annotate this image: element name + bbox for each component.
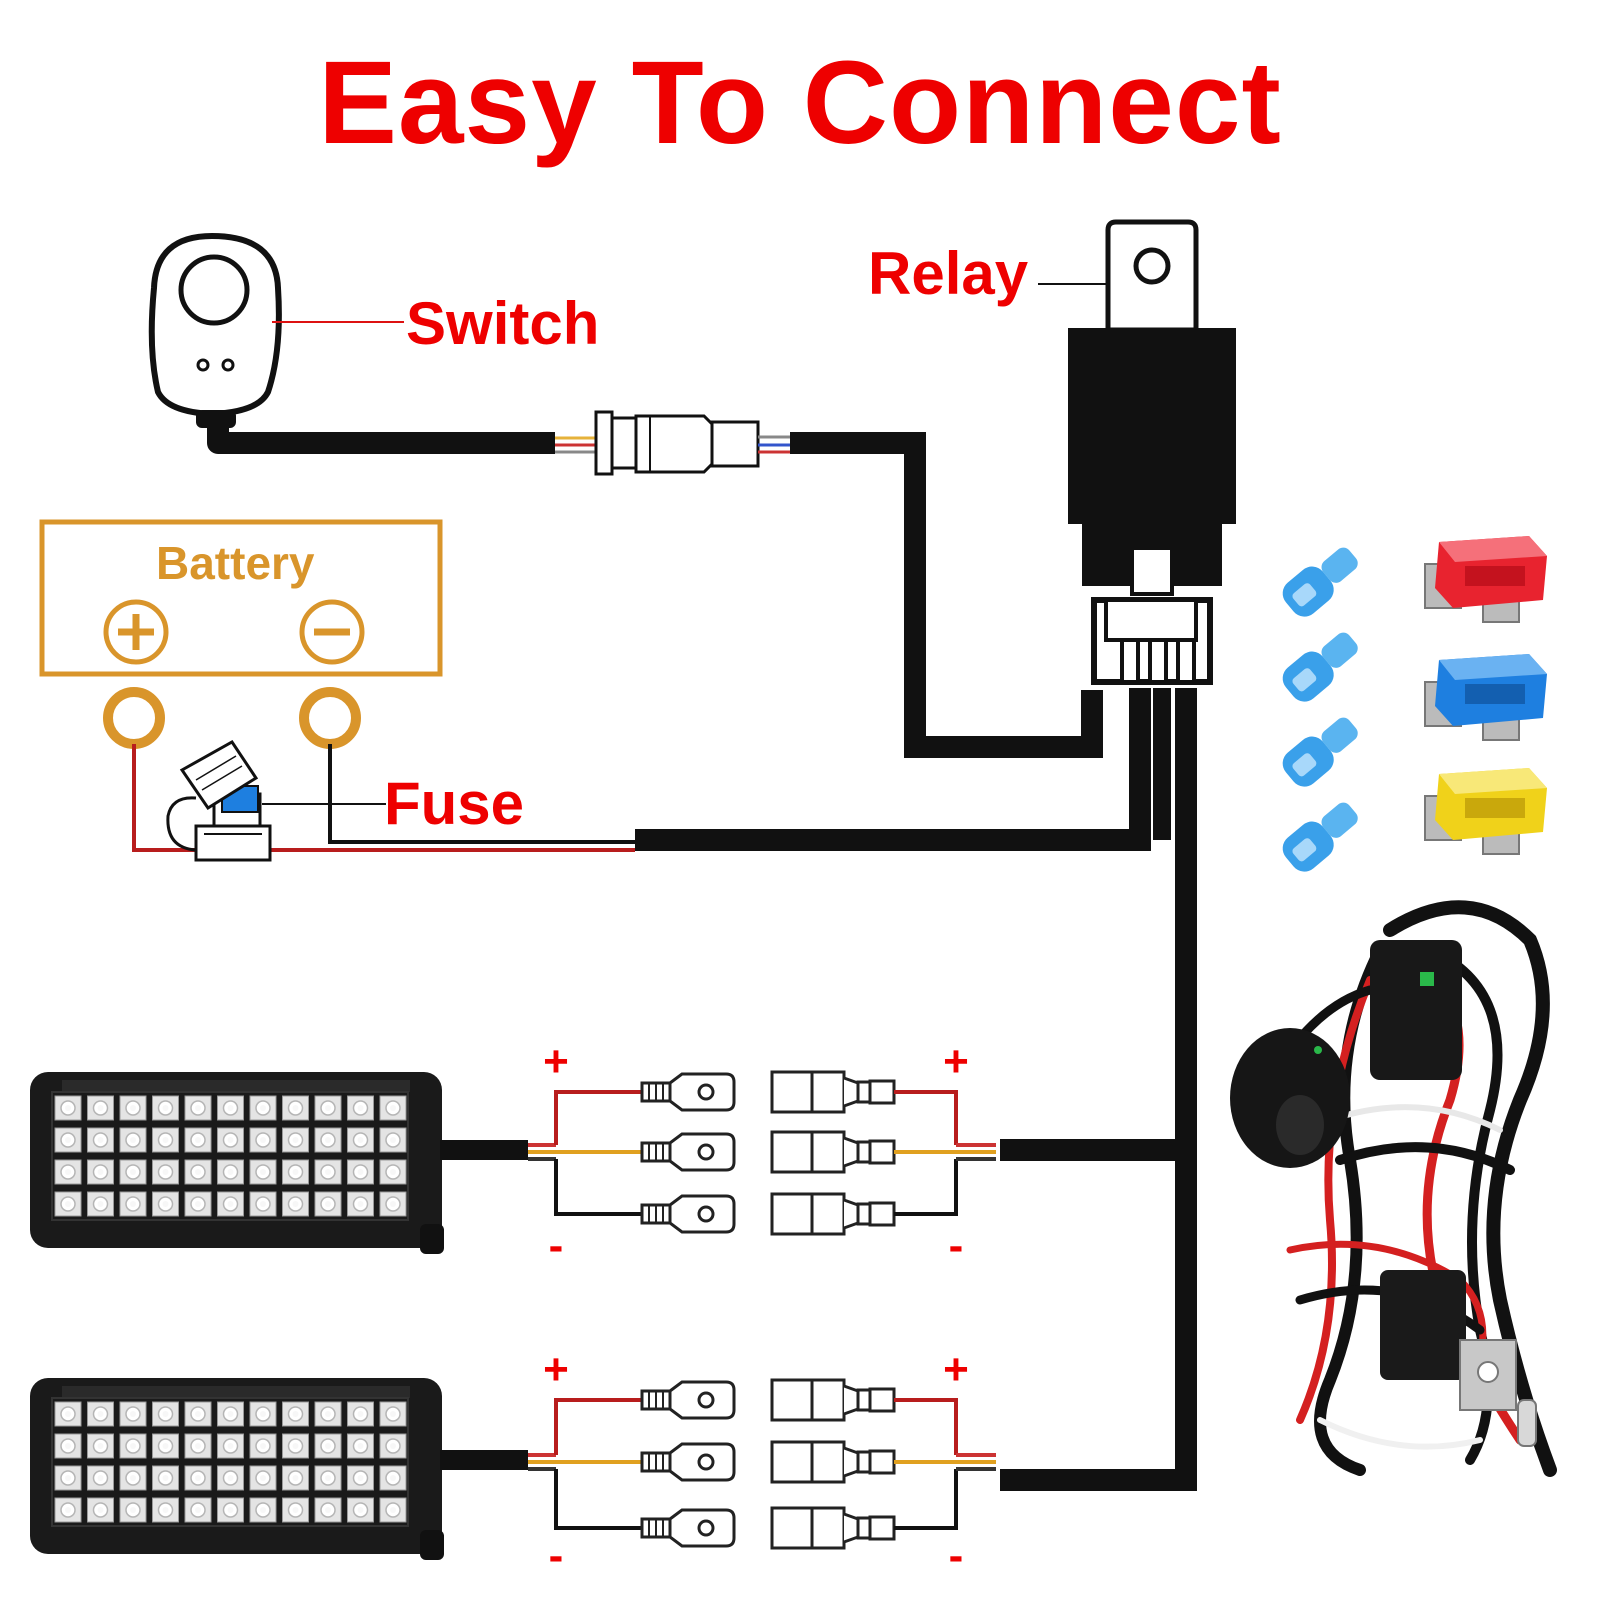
positive-ring-terminal [103, 687, 165, 749]
light-bar-2-wiring [440, 1378, 996, 1550]
blue-connector-icon [1282, 717, 1358, 787]
fuse-holder [166, 740, 272, 862]
blue-connector-icon [1282, 547, 1358, 617]
relay-output-cable [1000, 688, 1197, 1491]
page-title: Easy To Connect [318, 37, 1282, 169]
relay [1068, 219, 1236, 685]
blade-fuses [1424, 536, 1547, 855]
relay-power-cable [635, 688, 1151, 851]
switch-label: Switch [406, 290, 600, 357]
negative-ring-terminal [299, 687, 361, 749]
blue-connector-icon [1282, 802, 1358, 872]
blue-fuse-icon [1424, 654, 1547, 741]
light-bar-1 [30, 1072, 444, 1254]
negative-sign-2-left: - [548, 1531, 564, 1580]
light-bar-2 [30, 1378, 444, 1560]
negative-sign-2-right: - [948, 1531, 964, 1580]
battery [39, 519, 443, 677]
negative-sign-1-left: - [548, 1221, 564, 1270]
harness-switch [1230, 1028, 1350, 1168]
fuse-label: Fuse [384, 770, 525, 837]
switch [148, 232, 282, 428]
positive-sign-1-left: + [543, 1037, 569, 1086]
relay-label: Relay [868, 240, 1029, 307]
battery-negative-wire [328, 744, 635, 844]
blue-connector-icon [1282, 632, 1358, 702]
positive-sign-2-right: + [943, 1345, 969, 1394]
positive-sign-2-left: + [543, 1345, 569, 1394]
blue-connectors [1282, 547, 1358, 872]
yellow-fuse-icon [1424, 768, 1547, 855]
positive-sign-1-right: + [943, 1037, 969, 1086]
battery-positive-wire [132, 744, 196, 852]
harness-fuse-block [1380, 1270, 1537, 1447]
harness-relay-block [1370, 940, 1462, 1080]
relay-switch-cable [790, 432, 1103, 758]
light-bar-1-wiring [440, 1070, 996, 1236]
switch-cable [207, 420, 555, 454]
switch-connector [555, 410, 790, 476]
battery-label: Battery [156, 537, 315, 589]
red-fuse-icon [1424, 536, 1547, 623]
negative-sign-1-right: - [948, 1221, 964, 1270]
